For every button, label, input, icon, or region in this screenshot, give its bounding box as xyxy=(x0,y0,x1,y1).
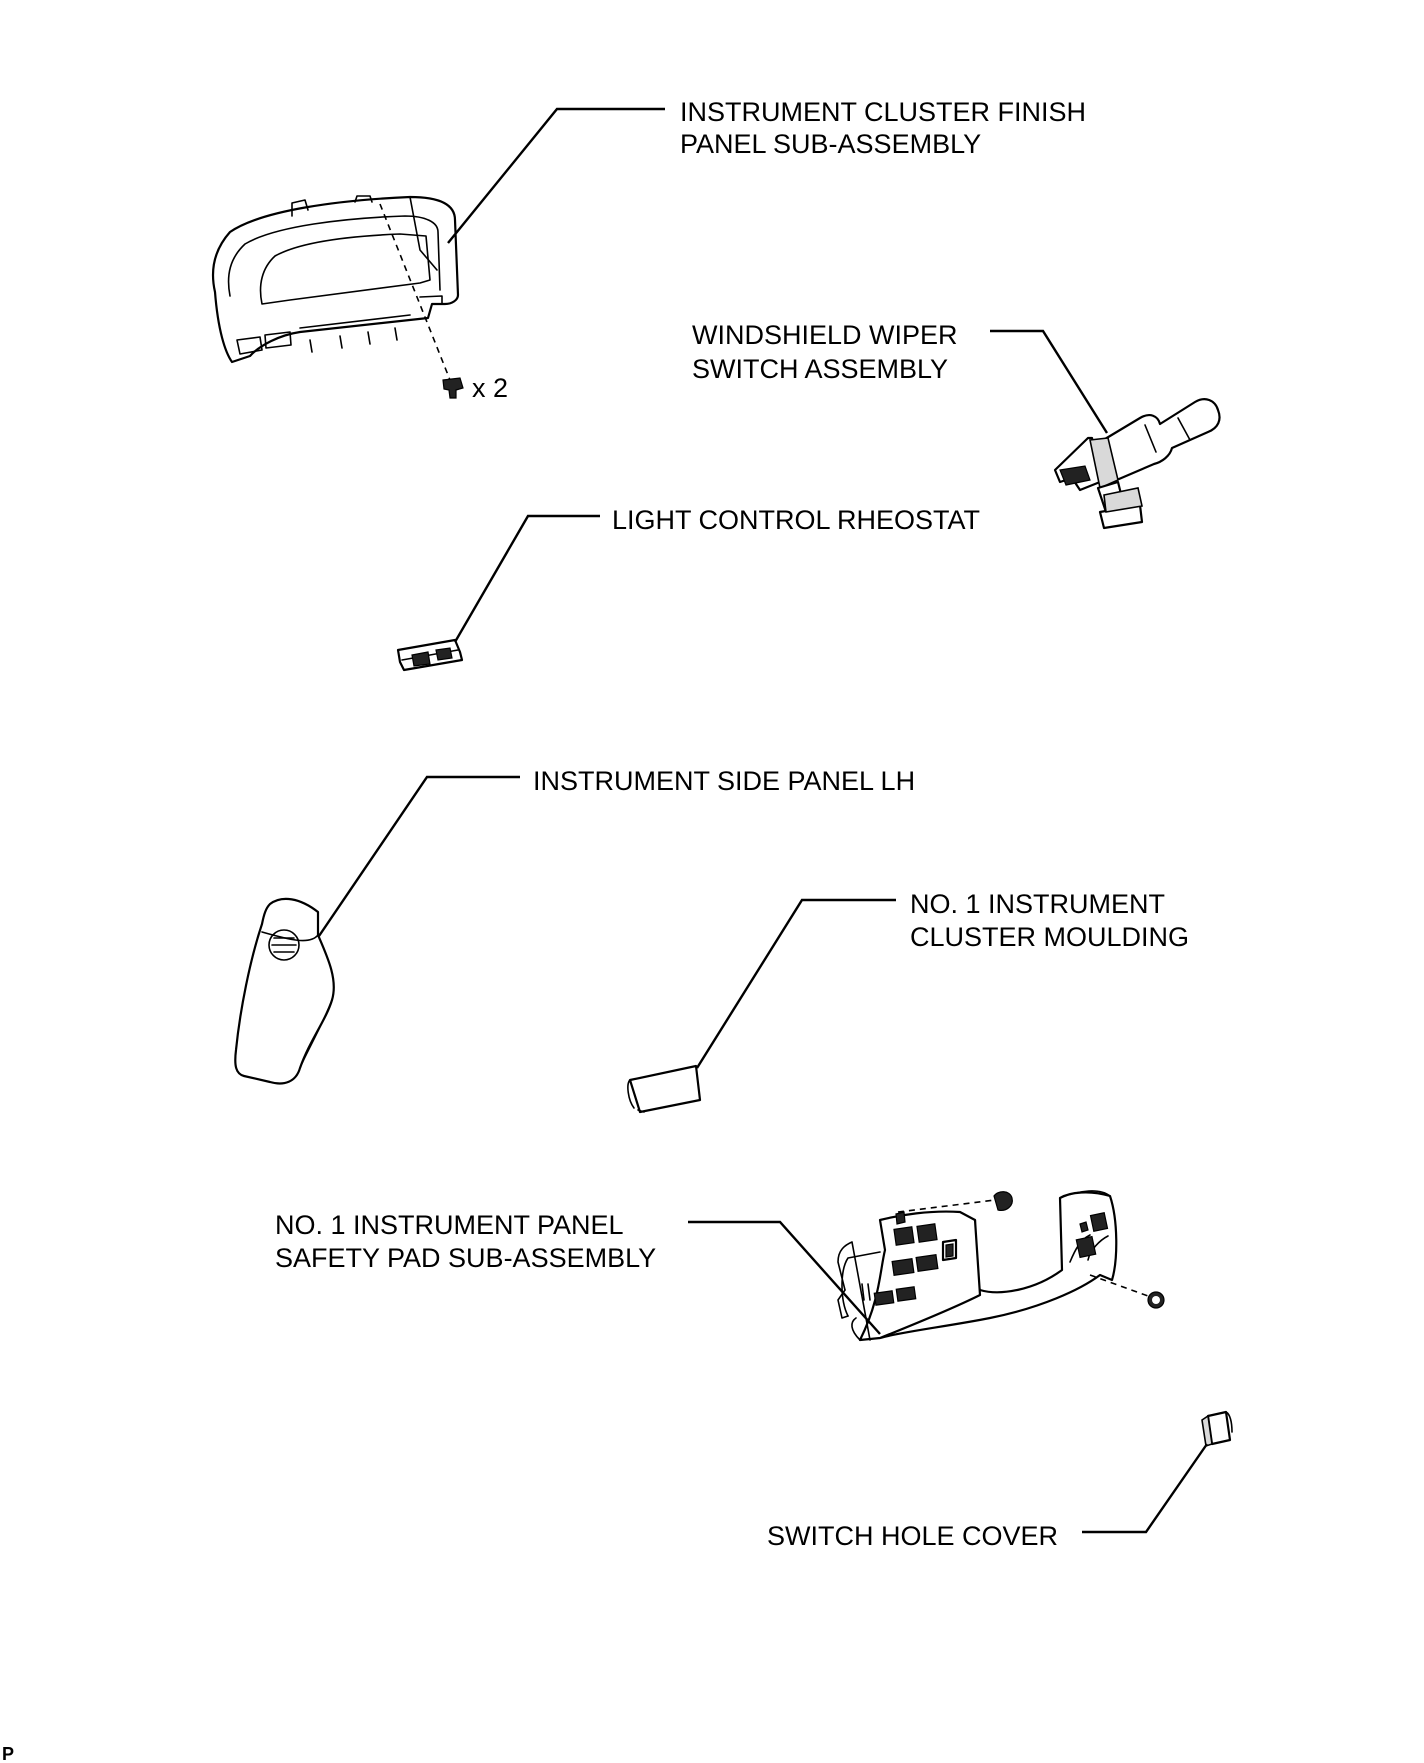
safety-pad-drawing xyxy=(837,1190,1165,1342)
cluster-moulding-leader xyxy=(695,898,896,1069)
side-panel-leader xyxy=(318,775,520,937)
corner-mark: P xyxy=(2,1744,14,1763)
cluster-finish-panel-leader xyxy=(447,107,665,244)
wiper-switch-label: WINDSHIELD WIPER SWITCH ASSEMBLY xyxy=(692,320,965,384)
light-control-rheostat-drawing xyxy=(396,638,464,672)
instrument-side-panel-drawing xyxy=(234,897,335,1085)
cluster-finish-panel-label: INSTRUMENT CLUSTER FINISH PANEL SUB-ASSE… xyxy=(680,97,1094,159)
windshield-wiper-switch-drawing xyxy=(1053,398,1221,530)
switch-hole-cover-label: SWITCH HOLE COVER xyxy=(767,1521,1058,1551)
side-panel-label: INSTRUMENT SIDE PANEL LH xyxy=(533,766,915,796)
switch-hole-cover-drawing xyxy=(1201,1410,1233,1448)
rheostat-label: LIGHT CONTROL RHEOSTAT xyxy=(612,505,980,535)
safety-pad-label: NO. 1 INSTRUMENT PANEL SAFETY PAD SUB-AS… xyxy=(275,1210,656,1273)
safety-pad-leader xyxy=(688,1220,881,1335)
wiper-switch-leader xyxy=(990,329,1109,434)
cluster-moulding-drawing xyxy=(627,1064,702,1114)
instrument-cluster-finish-panel-drawing xyxy=(211,195,464,399)
rheostat-leader xyxy=(453,514,600,643)
switch-hole-cover-leader xyxy=(1082,1443,1208,1534)
screw-quantity-label: x 2 xyxy=(472,373,508,403)
cluster-moulding-label: NO. 1 INSTRUMENT CLUSTER MOULDING xyxy=(910,889,1189,952)
